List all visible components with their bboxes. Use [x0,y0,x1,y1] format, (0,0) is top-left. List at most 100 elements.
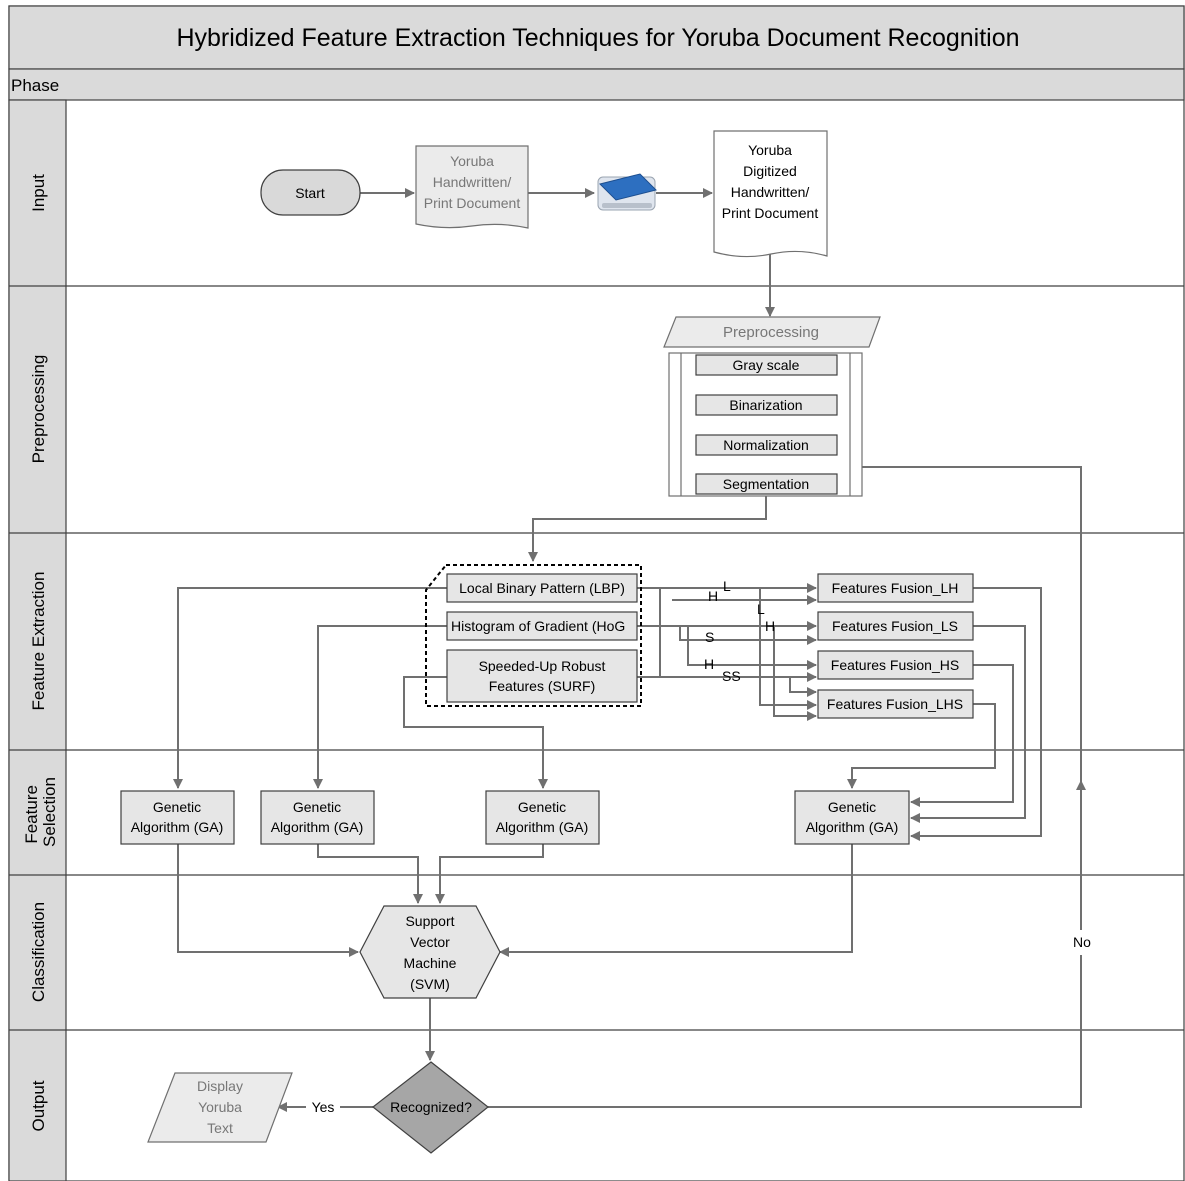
digitized-document-shape [713,130,828,258]
connector-label-h-mid: H [765,618,775,634]
title-bar [8,5,1185,70]
arrow-no-to-segmentation [765,462,1082,781]
source-document-shape [415,145,529,229]
extractor-group-outline [425,564,642,707]
fusion-lhs-box [817,689,974,719]
start-label: Start [295,185,325,201]
digitized-document-line4: Print Document [722,205,819,221]
fusion-hs-label: Features Fusion_HS [831,657,959,673]
arrow-h-to-fusion-lhs [773,626,817,721]
ga-box-2 [260,790,375,845]
ga-box-4-line1: Genetic [828,799,876,815]
arrow-ga1-to-svm [177,844,359,957]
ga-box-1-line2: Algorithm (GA) [131,819,224,835]
lane-label-preprocessing: Preprocessing [29,355,48,464]
surf-label-line2: Features (SURF) [489,678,596,694]
source-document-line3: Print Document [424,195,521,211]
arrow-surf-to-ga3 [403,676,548,789]
preprocessing-parallelogram [663,316,881,348]
arrow-ga4-to-svm [499,844,853,957]
phase-label: Phase [11,76,59,95]
svm-line2: Vector [410,934,450,950]
step-binarization-label: Binarization [729,397,802,413]
hog-label: Histogram of Gradient (HoG [451,618,625,634]
ga-box-2-line2: Algorithm (GA) [271,819,364,835]
arrow-ga2-to-svm [317,844,423,904]
recognized-decision [372,1061,489,1154]
yes-label-bg [308,1098,338,1116]
preprocessing-label: Preprocessing [723,324,819,341]
yes-label: Yes [312,1099,335,1115]
connector-label-l-top: L [723,578,731,594]
lane-label-feature-selection-line2: Selection [40,777,59,847]
arrow-fusion-ls-to-ga4 [910,625,1026,823]
display-line2: Yoruba [198,1099,242,1115]
hog-box [446,611,638,641]
fusion-lh-box [817,573,974,603]
lane-label-feature-selection: Feature Selection [22,777,59,847]
recognized-label: Recognized? [390,1099,472,1115]
arrow-fusion-hs-to-ga4 [910,664,1014,807]
arrow-hog-to-ga2 [313,625,447,789]
lbp-label: Local Binary Pattern (LBP) [459,580,625,596]
arrow-lbp-to-ga1 [173,587,447,789]
svm-line4: (SVM) [410,976,450,992]
connector-label-ss: SS [722,668,741,684]
svm-line3: Machine [404,955,457,971]
ga-box-1 [120,790,235,845]
surf-box [446,649,638,703]
lane-header-column [8,99,67,1181]
ga-box-3 [485,790,600,845]
display-line3: Text [207,1120,233,1136]
connector-label-h-top: H [708,588,718,604]
digitized-document-line1: Yoruba [748,142,792,158]
line-decision-no-lower [488,955,1082,1108]
lane-label-feature-selection-line1: Feature [22,785,41,844]
step-normalization-label: Normalization [723,437,809,453]
arrow-fusion-lhs-to-ga4 [847,703,996,789]
step-grayscale-label: Gray scale [733,357,800,373]
scanner-icon [597,173,657,211]
arrow-ga3-to-svm [435,844,544,904]
scanner-base [602,203,652,208]
fusion-ls-label: Features Fusion_LS [832,618,958,634]
display-line1: Display [197,1078,243,1094]
fusion-lhs-label: Features Fusion_LHS [827,696,963,712]
fusion-hs-box [817,650,974,680]
arrow-s-to-fusion-ls [679,626,817,645]
lane-label-feature-extraction: Feature Extraction [29,572,48,711]
svm-hexagon [359,905,501,999]
lbp-box [446,573,638,603]
no-label: No [1073,934,1091,950]
ga-box-4 [794,790,910,845]
step-segmentation-box [695,473,838,495]
lane-label-input: Input [29,174,48,212]
arrow-s-to-fusion-lhs [789,677,817,697]
step-grayscale-box [695,354,838,376]
svm-line1: Support [405,913,454,929]
lane-label-classification: Classification [29,902,48,1002]
display-output-parallelogram [147,1072,293,1143]
ga-box-1-line1: Genetic [153,799,201,815]
fusion-lh-label: Features Fusion_LH [832,580,959,596]
digitized-document-line2: Digitized [743,163,797,179]
ga-box-2-line1: Genetic [293,799,341,815]
ga-box-4-line2: Algorithm (GA) [806,819,899,835]
arrow-segmentation-to-lbp [528,494,767,562]
step-normalization-box [695,434,838,456]
arrow-l-to-fusion-lhs [759,588,817,710]
connector-label-h-low: H [704,656,714,672]
connector-label-l-mid: L [757,601,765,617]
fusion-ls-box [817,611,974,641]
diagram-title: Hybridized Feature Extraction Techniques… [176,24,1019,52]
ga-box-3-line1: Genetic [518,799,566,815]
surf-label-line1: Speeded-Up Robust [479,658,606,674]
source-document-line1: Yoruba [450,153,494,169]
source-document-line2: Handwritten/ [433,174,512,190]
arrow-fusion-lh-to-ga4 [910,587,1042,841]
lane-dividers [9,285,1184,1031]
lane-label-output: Output [29,1080,48,1131]
start-terminal [260,169,361,216]
preprocessing-container [668,352,863,497]
connector-label-s: S [705,629,714,645]
